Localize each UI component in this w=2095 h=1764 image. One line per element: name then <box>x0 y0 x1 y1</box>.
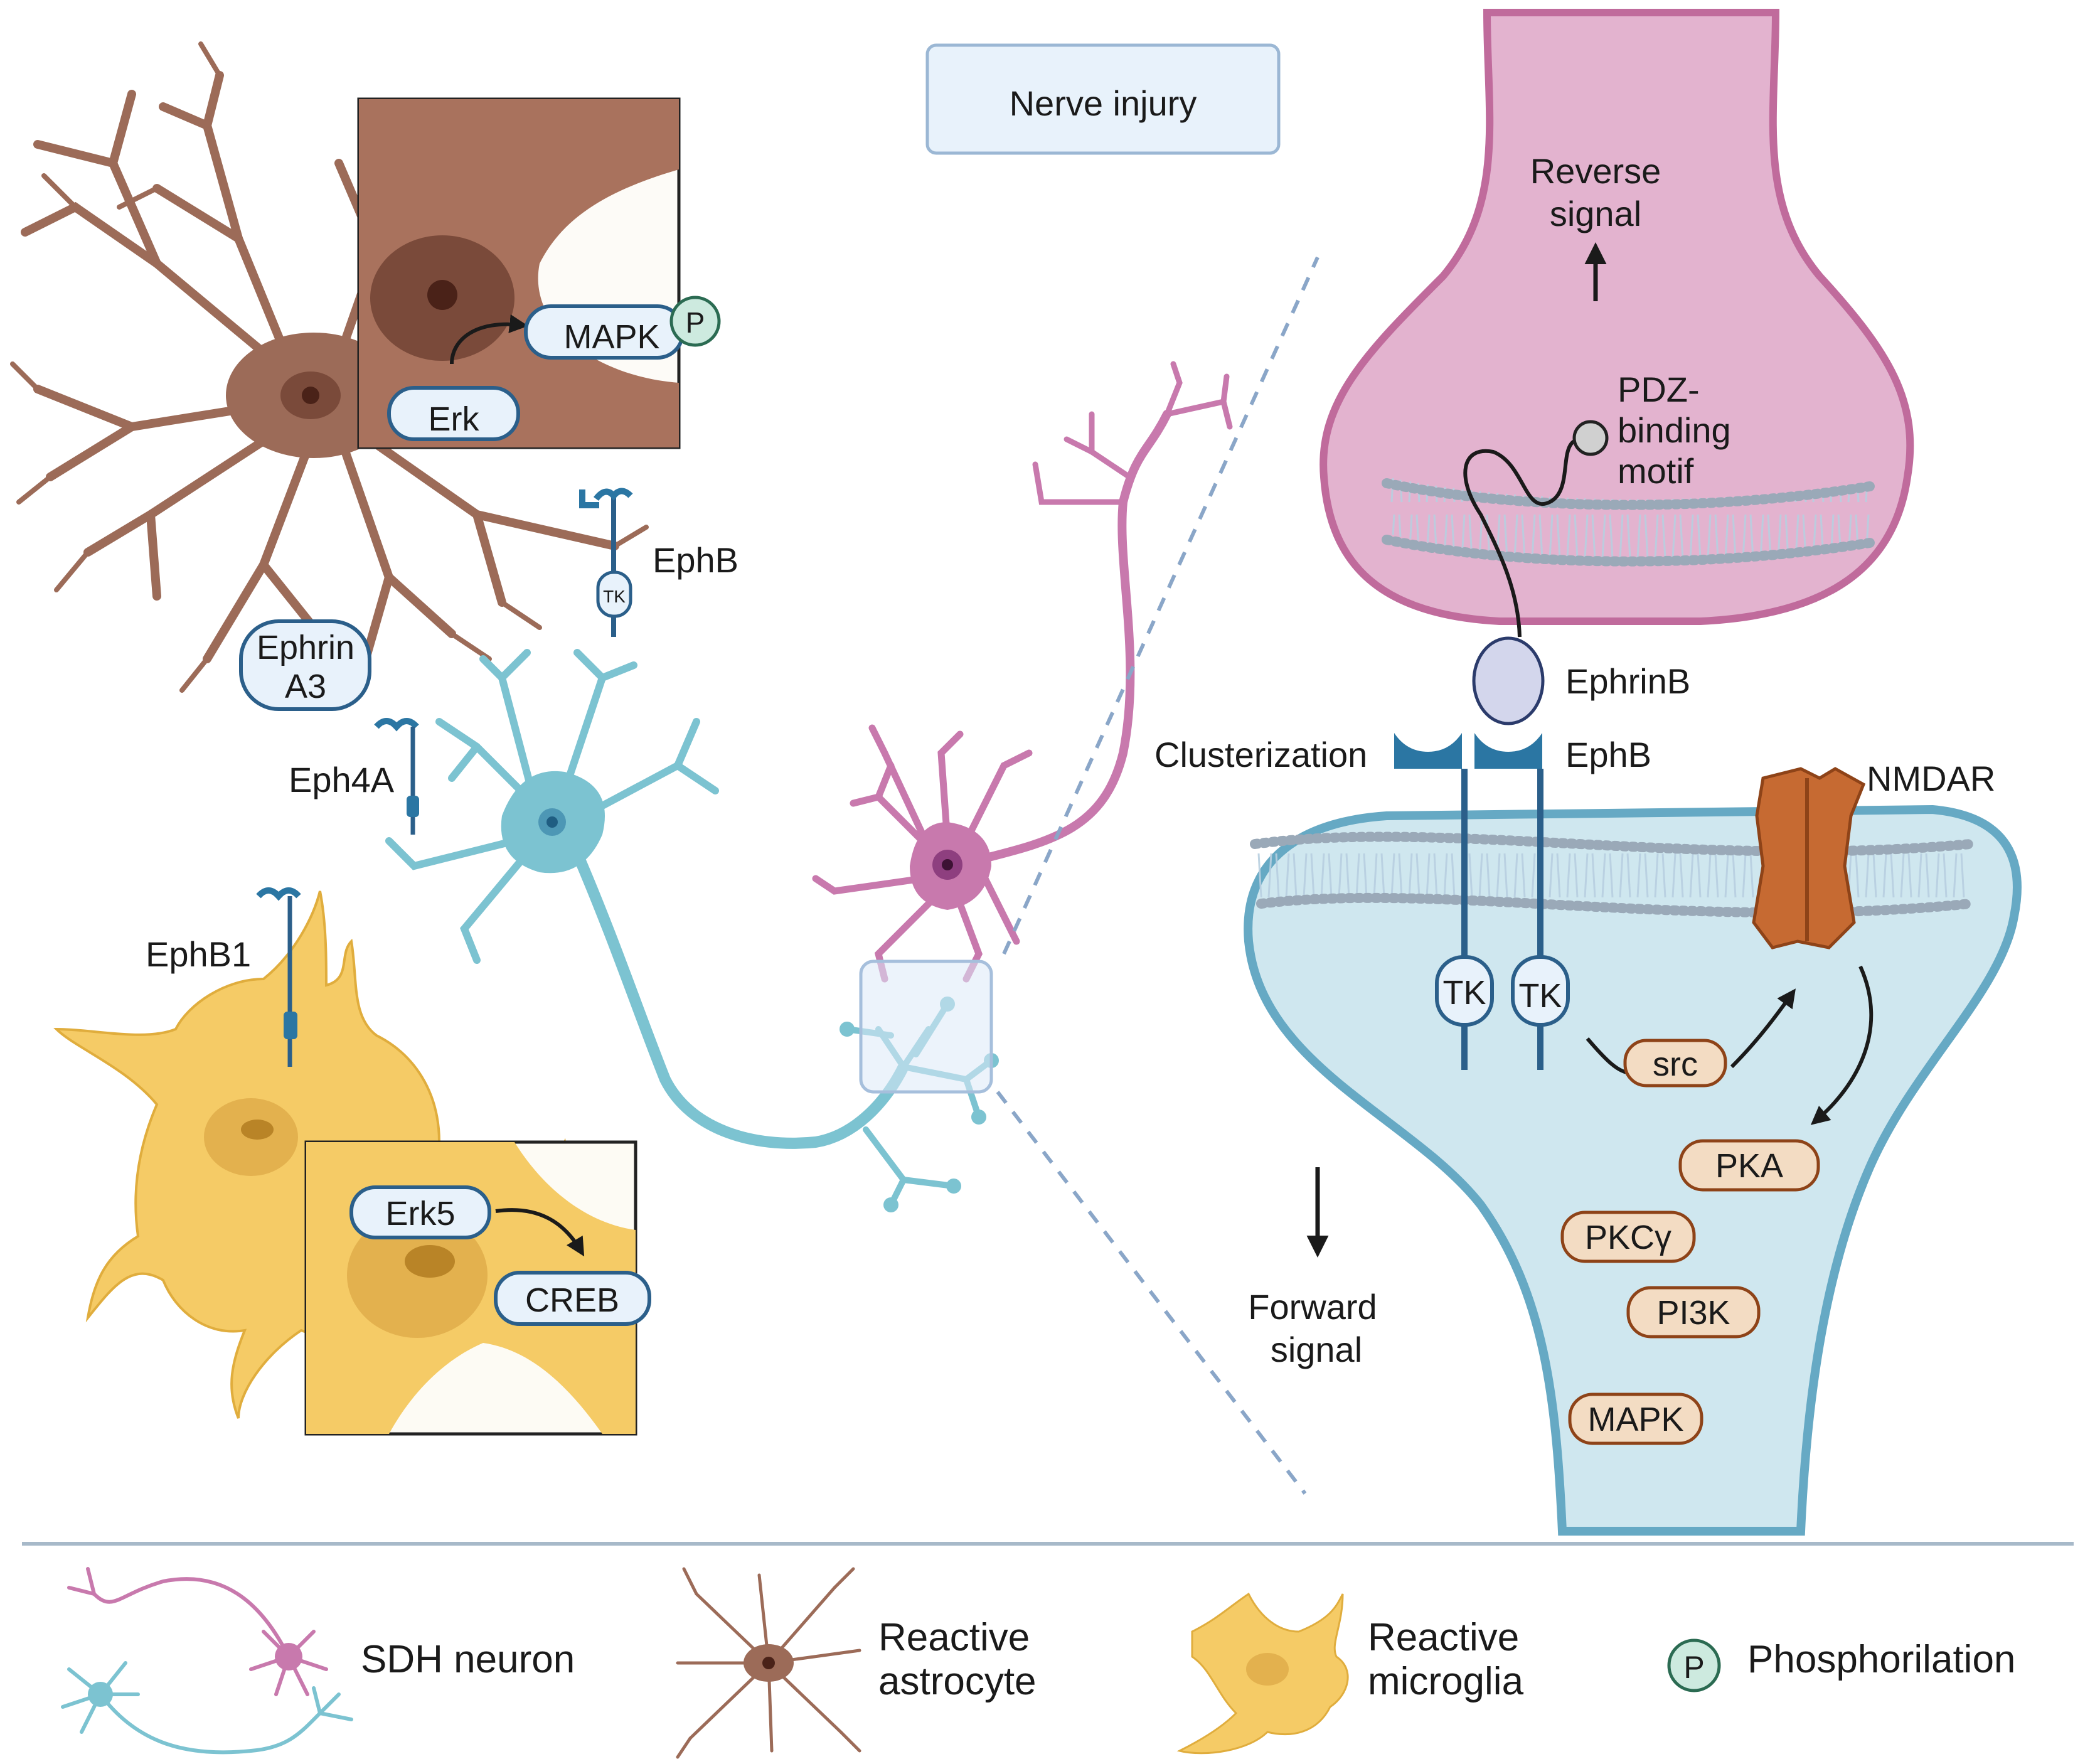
ephb-synapse-label: EphB <box>1565 735 1651 774</box>
src-label: src <box>1653 1045 1698 1083</box>
legend-reactive-microglia: Reactive microglia <box>1176 1592 1524 1755</box>
eph4a-receptor: Eph4A <box>289 718 419 835</box>
ephrinb-ligand: EphrinB <box>1472 636 1690 725</box>
kinase-pka: PKA <box>1678 1139 1820 1192</box>
forward-signal-line1: Forward <box>1248 1287 1377 1327</box>
erk-label: Erk <box>429 400 480 438</box>
kinase-pkcy: PKCγ <box>1560 1211 1696 1263</box>
pdz-motif-ball <box>1572 420 1609 456</box>
nmdar-label: NMDAR <box>1867 759 1995 798</box>
forward-signal-line2: signal <box>1271 1330 1362 1369</box>
legend-astrocyte-line2: astrocyte <box>878 1660 1037 1703</box>
presynaptic-terminal: Reverse signal PDZ- binding motif <box>1319 9 1914 638</box>
erk5-pill: Erk5 <box>349 1185 491 1239</box>
ephb-receptors-synapse: TK TK Clusterization EphB <box>1154 733 1651 1070</box>
erk-pill: Erk <box>387 386 520 441</box>
legend-phosphorilation-label: Phosphorilation <box>1747 1638 2015 1681</box>
ephrin-a3-line1: Ephrin <box>257 629 354 666</box>
pdz-line2: binding <box>1618 410 1731 450</box>
nerve-injury-box: Nerve injury <box>925 43 1281 155</box>
ephrin-a3-pill: Ephrin A3 <box>239 619 371 711</box>
ephb-receptor-astrocyte: TK EphB <box>579 488 738 637</box>
phospho-p-label: P <box>686 306 705 339</box>
legend-astrocyte-line1: Reactive <box>878 1616 1030 1659</box>
clusterization-label: Clusterization <box>1154 735 1367 774</box>
ephrin-a3-line2: A3 <box>285 668 326 705</box>
ephrinb-label: EphrinB <box>1565 661 1690 701</box>
erk5-label: Erk5 <box>385 1195 455 1232</box>
src-pathway: src <box>1586 965 1874 1125</box>
legend-microglia-line2: microglia <box>1368 1660 1524 1703</box>
kinase-mapk: MAPK <box>1568 1392 1703 1445</box>
kinase-pi3k: PI3K <box>1626 1286 1761 1339</box>
tk1-label: TK <box>1442 974 1486 1012</box>
ephb1-label: EphB1 <box>146 934 251 974</box>
creb-label: CREB <box>525 1281 619 1319</box>
astrocyte-inset: MAPK P Erk <box>357 97 721 449</box>
reverse-signal-line1: Reverse <box>1530 151 1661 191</box>
phospho-badge: P <box>669 296 721 347</box>
forward-signal: Forward signal <box>1248 1167 1377 1369</box>
pkcy-label: PKCγ <box>1585 1219 1671 1256</box>
ephb1-receptor: EphB1 <box>146 887 301 1067</box>
pdz-line1: PDZ- <box>1618 370 1700 409</box>
pka-label: PKA <box>1715 1147 1783 1185</box>
legend-sdh-neuron: SDH neuron <box>61 1567 575 1755</box>
ephb-tk-label: TK <box>603 587 626 606</box>
legend-phospho-icon <box>1667 1638 1721 1692</box>
mapk-synapse-label: MAPK <box>1587 1401 1683 1438</box>
creb-pill: CREB <box>494 1271 651 1326</box>
legend-reactive-astrocyte: Reactive astrocyte <box>676 1567 1037 1759</box>
legend-microglia-line1: Reactive <box>1368 1616 1519 1659</box>
microglia-inset: Erk5 CREB <box>304 1140 651 1436</box>
eph4a-label: Eph4A <box>289 760 395 799</box>
mapk-pill: MAPK <box>524 304 685 360</box>
ephb-astro-label: EphB <box>653 540 738 580</box>
sdh-neuron-pink <box>812 361 1233 983</box>
legend-sdh-neuron-label: SDH neuron <box>361 1638 575 1681</box>
synapse-highlight <box>859 256 1319 1495</box>
sdh-neuron-cyan <box>385 649 999 1212</box>
legend-phospho-p: P <box>1683 1650 1704 1685</box>
tk2-label: TK <box>1518 977 1562 1015</box>
mapk-label: MAPK <box>563 318 659 356</box>
nerve-injury-label: Nerve injury <box>1010 83 1197 123</box>
nmdar-channel: NMDAR <box>1752 759 1995 949</box>
pi3k-label: PI3K <box>1656 1294 1730 1332</box>
reverse-signal-line2: signal <box>1550 194 1641 233</box>
pdz-line3: motif <box>1618 451 1694 491</box>
legend-phosphorilation: P Phosphorilation <box>1667 1638 2015 1692</box>
